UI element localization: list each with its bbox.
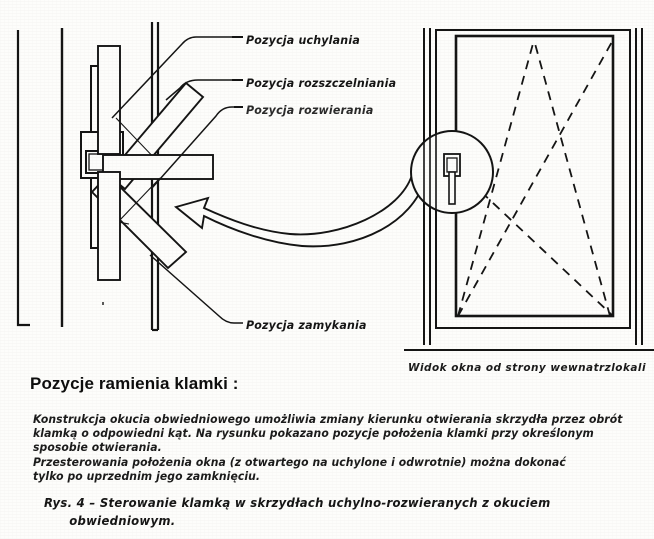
- window-view-caption: Widok okna od strony wewnatrzlokali: [408, 361, 647, 374]
- label-pozycja-uchylania: Pozycja uchylania: [246, 33, 360, 47]
- swing-line-upper: [457, 39, 614, 317]
- paragraph-line: Konstrukcja okucia obwiedniowego umożliw…: [33, 413, 623, 426]
- handle-arm-open: [102, 154, 214, 180]
- handle-arm-tilt: [97, 45, 121, 155]
- paragraph-line: klamką o odpowiedni kąt. Na rysunku poka…: [33, 427, 594, 441]
- figure-area: Pozycja uchylania Pozycja rozszczelniani…: [16, 22, 654, 374]
- leader-lines: [111, 36, 243, 324]
- callout-arrow: [173, 173, 427, 248]
- leader-tilt: [111, 36, 243, 119]
- technical-drawing: [16, 22, 654, 351]
- leader-vent: [165, 79, 243, 101]
- figure-caption: Rys. 4 – Sterowanie klamką w skrzydłach …: [44, 494, 616, 530]
- text-block: Pozycje ramienia klamki : Konstrukcja ok…: [0, 368, 654, 539]
- handle-arm-closed: [97, 171, 121, 281]
- leader-open: [151, 106, 243, 189]
- body-paragraph: Konstrukcja okucia obwiedniowego umożliw…: [33, 413, 623, 484]
- figure-caption-line: Rys. 4 – Sterowanie klamką w skrzydłach …: [44, 496, 551, 510]
- paragraph-line: Przesterowania położenia okna (z otwarte…: [33, 455, 566, 469]
- leader-closed: [149, 254, 243, 324]
- handle-callout-circle: [410, 130, 494, 214]
- paragraph-line: tylko po uprzednim jego zamknięciu.: [33, 469, 261, 483]
- label-pozycja-zamykania: Pozycja zamykania: [246, 318, 367, 332]
- section-heading: Pozycje ramienia klamki :: [30, 374, 239, 393]
- figure-caption-line: obwiedniowym.: [69, 514, 176, 528]
- label-pozycja-rozwierania: Pozycja rozwierania: [246, 103, 374, 117]
- paragraph-line: sposobie otwierania.: [33, 441, 162, 455]
- tilt-line-right: [533, 39, 611, 317]
- label-pozycja-rozszczelniania: Pozycja rozszczelniania: [246, 76, 397, 90]
